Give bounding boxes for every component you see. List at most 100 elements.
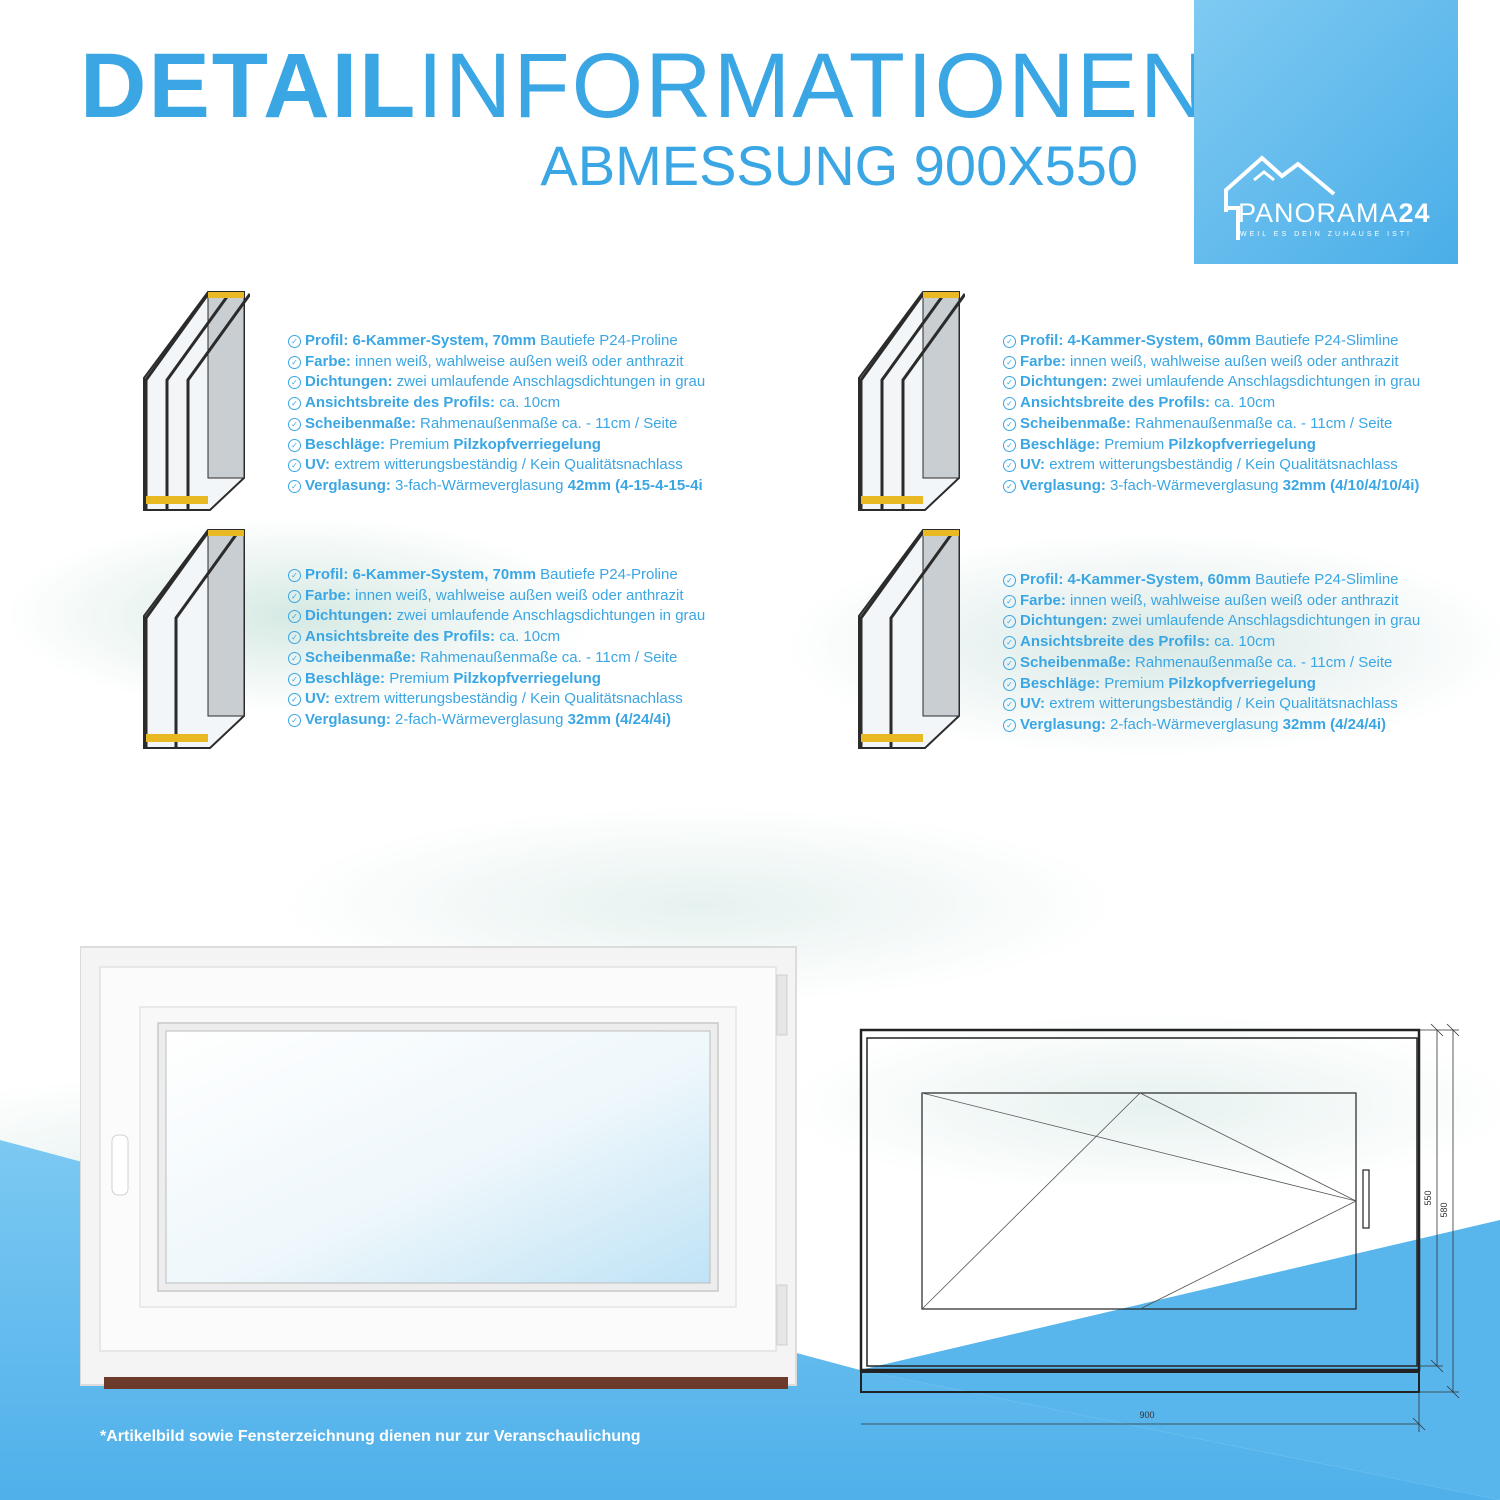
spec-label: Scheibenmaße: (305, 414, 416, 432)
check-circle-icon: ✓ (1003, 615, 1016, 629)
spec-item: ✓UV: extrem witterungsbeständig / Kein Q… (288, 689, 705, 710)
spec-item: ✓Verglasung: 2-fach-Wärmeverglasung 32mm… (1003, 715, 1420, 736)
spec-value: Rahmenaußenmaße ca. - 11cm / Seite (420, 414, 678, 432)
spec-value-highlight: Pilzkopfverriegelung (453, 435, 601, 453)
logo-wordmark: PANORAMA24 (1238, 200, 1431, 227)
spec-item: ✓ Farbe: innen weiß, wahlweise außen weiß… (1003, 591, 1420, 612)
spec-value: innen weiß, wahlweise außen weiß oder an… (1070, 591, 1399, 609)
spec-item: ✓Verglasung: 2-fach-Wärmeverglasung 32mm… (288, 710, 705, 731)
spec-value: innen weiß, wahlweise außen weiß oder an… (355, 352, 684, 370)
spec-value: extrem witterungsbeständig / Kein Qualit… (334, 456, 683, 474)
spec-label: Profil: 6-Kammer-System, 70mm (305, 332, 536, 349)
spec-value: 2-fach-Wärmeverglasung (1110, 715, 1279, 733)
spec-label: UV: (1020, 695, 1046, 713)
spec-item: ✓Scheibenmaße: Rahmenaußenmaße ca. - 11c… (1003, 414, 1420, 435)
spec-item: ✓Dichtungen: zwei umlaufende Anschlagsdi… (1003, 611, 1420, 632)
check-circle-icon: ✓ (288, 459, 301, 473)
spec-value: Bautiefe P24-Proline (540, 566, 678, 583)
spec-item: ✓Dichtungen: zwei umlaufende Anschlagsdi… (288, 372, 705, 393)
spec-value: Rahmenaußenmaße ca. - 11cm / Seite (1135, 414, 1393, 432)
spec-value: innen weiß, wahlweise außen weiß oder an… (1070, 352, 1399, 370)
check-circle-icon: ✓ (288, 479, 301, 493)
spec-value: ca. 10cm (1214, 394, 1276, 412)
spec-item: ✓Dichtungen: zwei umlaufende Anschlagsdi… (1003, 372, 1420, 393)
spec-label: UV: (1020, 456, 1046, 474)
spec-label: Farbe: (1020, 352, 1066, 370)
check-circle-icon: ✓ (1003, 459, 1016, 473)
spec-label: Dichtungen: (305, 607, 393, 625)
spec-item: ✓Profil: 4-Kammer-System, 60mm Bautiefe … (1003, 570, 1420, 591)
spec-item: ✓Profil: 4-Kammer-System, 60mm Bautiefe … (1003, 331, 1420, 352)
check-circle-icon: ✓ (1003, 718, 1016, 732)
spec-label: Dichtungen: (1020, 373, 1108, 391)
spec-item: ✓ Scheibenmaße: Rahmenaußenmaße ca. - 11c… (288, 414, 705, 435)
spec-item: ✓ Farbe: innen weiß, wahlweise außen weiß… (288, 352, 705, 373)
title-bold-part: DETAIL (80, 35, 418, 137)
check-circle-icon: ✓ (1003, 677, 1016, 691)
spec-label: Verglasung: (305, 710, 391, 728)
spec-item: ✓Farbe: innen weiß, wahlweise außen weiß… (288, 586, 705, 607)
spec-value: 3-fach-Wärmeverglasung (395, 476, 564, 494)
check-circle-icon: ✓ (288, 376, 301, 390)
spec-value: ca. 10cm (499, 628, 561, 646)
spec-item: ✓Ansichtsbreite des Profils: ca. 10cm (288, 393, 705, 414)
page-subtitle: ABMESSUNG 900X550 (540, 134, 1138, 197)
spec-label: UV: (305, 690, 331, 708)
spec-item: ✓UV: extrem witterungsbeständig / Kein Q… (1003, 694, 1420, 715)
logo-name-light: PANORAMA (1238, 198, 1399, 228)
spec-item: ✓Dichtungen: zwei umlaufende Anschlagsdi… (288, 606, 705, 627)
spec-label: Verglasung: (305, 476, 391, 494)
spec-item: ✓ Profil: 6-Kammer-System, 70mm Bautiefe … (288, 331, 705, 352)
spec-value-highlight: 32mm (4/24/4i) (1282, 715, 1386, 733)
check-circle-icon: ✓ (1003, 636, 1016, 650)
check-circle-icon: ✓ (1003, 335, 1016, 348)
check-circle-icon: ✓ (1003, 438, 1016, 452)
spec-value: Premium (389, 669, 450, 687)
check-circle-icon: ✓ (1003, 698, 1016, 712)
spec-label: Profil: 4-Kammer-System, 60mm (1020, 571, 1251, 588)
spec-value-highlight: Pilzkopfverriegelung (1168, 435, 1316, 453)
check-circle-icon: ✓ (288, 589, 301, 603)
spec-label: Scheibenmaße: (1020, 653, 1131, 671)
window-product-image (80, 946, 797, 1389)
spec-label: Ansichtsbreite des Profils: (305, 394, 496, 412)
spec-item: ✓UV: extrem witterungsbeständig / Kein Q… (1003, 455, 1420, 476)
spec-label: Ansichtsbreite des Profils: (1020, 633, 1211, 651)
spec-value-highlight: 32mm (4/24/4i) (567, 710, 671, 728)
spec-item: ✓Profil: 6-Kammer-System, 70mm Bautiefe … (288, 565, 705, 586)
spec-list: ✓Profil: 6-Kammer-System, 70mm Bautiefe … (288, 565, 705, 731)
spec-list: ✓ Profil: 6-Kammer-System, 70mm Bautiefe … (288, 331, 705, 497)
spec-item: ✓Beschläge: Premium Pilzkopfverriegelung (288, 435, 705, 456)
spec-label: Beschläge: (1020, 674, 1101, 692)
house-mountain-icon (1224, 155, 1336, 240)
spec-label: Beschläge: (305, 435, 386, 453)
spec-item: ✓Scheibenmaße: Rahmenaußenmaße ca. - 11c… (288, 648, 705, 669)
spec-item: ✓Verglasung: 3-fach-Wärmeverglasung 32mm… (1003, 476, 1420, 497)
spec-item: ✓Verglasung: 3-fach-Wärmeverglasung 42mm… (288, 476, 705, 497)
spec-label: Verglasung: (1020, 476, 1106, 494)
disclaimer-text: *Artikelbild sowie Fensterzeichnung dien… (100, 1428, 641, 1445)
logo-tagline: WEIL ES DEIN ZUHAUSE IST! (1240, 231, 1412, 238)
spec-label: Farbe: (305, 352, 351, 370)
check-circle-icon: ✓ (288, 651, 301, 665)
check-circle-icon: ✓ (288, 355, 301, 369)
check-circle-icon: ✓ (1003, 594, 1016, 608)
spec-item: ✓UV: extrem witterungsbeständig / Kein Q… (288, 455, 705, 476)
check-circle-icon: ✓ (1003, 397, 1016, 411)
spec-list: ✓Profil: 4-Kammer-System, 60mm Bautiefe … (1003, 331, 1420, 497)
spec-value: zwei umlaufende Anschlagsdichtungen in g… (396, 607, 706, 625)
page-title: DETAILINFORMATIONEN (80, 40, 1208, 132)
spec-item: ✓Beschläge: Premium Pilzkopfverriegelung (288, 669, 705, 690)
spec-label: Farbe: (1020, 591, 1066, 609)
spec-value: ca. 10cm (1214, 633, 1276, 651)
spec-value: extrem witterungsbeständig / Kein Qualit… (334, 690, 683, 708)
check-circle-icon: ✓ (288, 713, 301, 727)
spec-value: Premium (1104, 674, 1165, 692)
check-circle-icon: ✓ (288, 417, 301, 431)
double-glazing-icon (858, 529, 960, 749)
spec-value: zwei umlaufende Anschlagsdichtungen in g… (1111, 373, 1421, 391)
spec-value: Bautiefe P24-Proline (540, 332, 678, 349)
dimension-550: 550 (1423, 1190, 1433, 1205)
check-circle-icon: ✓ (288, 631, 301, 645)
check-circle-icon: ✓ (288, 335, 301, 348)
